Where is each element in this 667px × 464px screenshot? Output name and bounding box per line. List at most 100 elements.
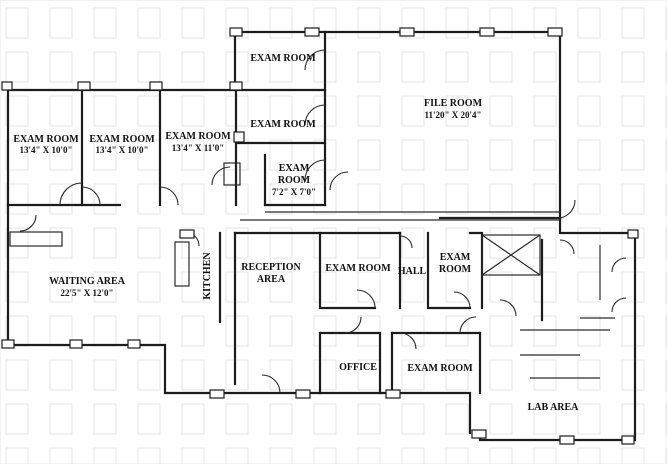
watermark-tile: [621, 227, 645, 259]
watermark-tile: [445, 51, 469, 83]
watermark-tile: [621, 447, 645, 464]
door-swings: [19, 49, 627, 394]
exam-room-right-label: EXAM ROOM: [165, 131, 231, 142]
watermark-tile: [225, 447, 249, 464]
exam-room-small-label-2: ROOM: [278, 175, 311, 186]
watermark-tile: [93, 315, 117, 347]
watermark-tile: [313, 271, 337, 303]
watermark-tile: [49, 183, 73, 215]
file-room-label: FILE ROOM: [424, 98, 483, 109]
watermark-tile: [137, 51, 161, 83]
watermark-tile: [445, 183, 469, 215]
watermark-tile: [181, 403, 205, 435]
exam-room-bottom-label: EXAM ROOM: [407, 363, 473, 374]
watermark-tile: [269, 7, 293, 39]
watermark-tile: [445, 403, 469, 435]
exam-room-center-dimensions: 13'4" X 10'0": [96, 145, 149, 155]
watermark-tile: [181, 447, 205, 464]
watermark-tile: [93, 271, 117, 303]
watermark-tile: [533, 183, 557, 215]
watermark-tile: [49, 447, 73, 464]
watermark-tile: [93, 183, 117, 215]
exam-room-top-label: EXAM ROOM: [250, 53, 316, 64]
watermark-tile: [225, 227, 249, 259]
watermark-tile: [577, 271, 601, 303]
watermark-tile: [577, 95, 601, 127]
watermark-tile: [445, 7, 469, 39]
watermark-tile: [49, 7, 73, 39]
watermark-tile: [49, 51, 73, 83]
watermark-tile: [357, 315, 381, 347]
watermark-tile: [357, 227, 381, 259]
watermark-tile: [357, 95, 381, 127]
watermark-tile: [401, 447, 425, 464]
watermark-tile: [665, 359, 667, 391]
watermark-tile: [489, 51, 513, 83]
watermark-tile: [269, 183, 293, 215]
watermark-tile: [489, 7, 513, 39]
exam-room-hall-label-1: EXAM: [440, 252, 471, 263]
watermark-tile: [489, 447, 513, 464]
watermark-tile: [533, 51, 557, 83]
watermark-tile: [357, 403, 381, 435]
watermark-tile: [5, 183, 29, 215]
exam-room-center-label: EXAM ROOM: [89, 134, 155, 145]
watermark-tile: [357, 139, 381, 171]
watermark-tile: [137, 315, 161, 347]
kitchen-label: KITCHEN: [202, 252, 213, 300]
watermark-tile: [665, 271, 667, 303]
watermark-tile: [533, 315, 557, 347]
watermark-tile: [533, 227, 557, 259]
watermark-tile: [225, 359, 249, 391]
watermark-tile: [5, 227, 29, 259]
watermark-tile: [137, 271, 161, 303]
watermark-tile: [49, 95, 73, 127]
watermark-tile: [665, 95, 667, 127]
reception-area-label-2: AREA: [257, 274, 286, 285]
watermark-tile: [357, 7, 381, 39]
exam-room-mid-label: EXAM ROOM: [250, 119, 316, 130]
watermark-tile: [93, 139, 117, 171]
watermark-tile: [665, 7, 667, 39]
watermark-tile: [313, 403, 337, 435]
watermark-tile: [225, 271, 249, 303]
watermark-tile: [137, 183, 161, 215]
interior-walls: [9, 30, 615, 395]
exam-room-small-label-1: EXAM: [279, 163, 310, 174]
watermark-tile: [225, 403, 249, 435]
watermark-tile: [445, 227, 469, 259]
watermark-tile: [93, 51, 117, 83]
watermark-tile: [621, 403, 645, 435]
watermark-tile: [401, 95, 425, 127]
exterior-walls: [6, 30, 637, 442]
file-room-dimensions: 11'20" X 20'4": [425, 110, 482, 120]
watermark-tile: [5, 95, 29, 127]
watermark-tile: [445, 315, 469, 347]
watermark-tile: [621, 95, 645, 127]
watermark-tile: [401, 359, 425, 391]
watermark-tile: [137, 447, 161, 464]
watermark-tile: [621, 7, 645, 39]
watermark-tile: [621, 139, 645, 171]
watermark-tile: [401, 271, 425, 303]
watermark-tile: [665, 447, 667, 464]
watermark-tile: [225, 315, 249, 347]
watermark-tile: [621, 51, 645, 83]
watermark-tile: [489, 403, 513, 435]
watermark-tile: [269, 271, 293, 303]
watermark-tile: [577, 403, 601, 435]
exam-room-left-label: EXAM ROOM: [13, 134, 79, 145]
watermark-tile: [621, 183, 645, 215]
watermark-tile: [665, 183, 667, 215]
watermark-tile: [181, 315, 205, 347]
watermark-tile: [5, 51, 29, 83]
watermark-tile: [49, 315, 73, 347]
watermark-tile: [357, 447, 381, 464]
watermark-tile: [5, 139, 29, 171]
watermark-tile: [401, 183, 425, 215]
watermark-tile: [445, 271, 469, 303]
watermark-tile: [665, 315, 667, 347]
watermark-tile: [445, 359, 469, 391]
exam-room-left-dimensions: 13'4" X 10'0": [20, 145, 73, 155]
